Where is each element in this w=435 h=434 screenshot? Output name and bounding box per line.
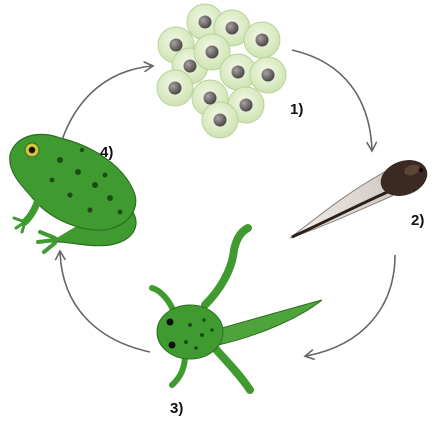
egg-yolk	[170, 39, 183, 52]
arrow-tadpole-to-froglet	[306, 255, 395, 356]
egg-yolk	[214, 114, 227, 127]
stage-label-froglet: 3)	[170, 400, 183, 417]
arrow-frog-to-eggs	[62, 66, 152, 140]
egg-yolk	[169, 82, 182, 95]
frog-eggs-icon	[157, 4, 286, 138]
adult-frog-icon	[10, 134, 136, 252]
egg-yolk	[256, 34, 269, 47]
stage-label-eggs: 1)	[290, 101, 303, 118]
arrow-eggs-to-tadpole	[292, 50, 372, 150]
egg-yolk	[184, 60, 197, 73]
egg-yolk	[206, 46, 219, 59]
egg-yolk	[240, 99, 253, 112]
froglet-icon	[152, 228, 322, 390]
arrow-froglet-to-frog	[60, 252, 150, 352]
egg-yolk	[262, 69, 275, 82]
stage-label-tadpole: 2)	[411, 212, 424, 229]
egg-yolk	[232, 66, 245, 79]
egg-yolk	[226, 22, 239, 35]
egg-yolk	[199, 16, 212, 29]
stage-label-adult-frog: 4)	[100, 144, 113, 161]
egg-yolk	[204, 92, 217, 105]
